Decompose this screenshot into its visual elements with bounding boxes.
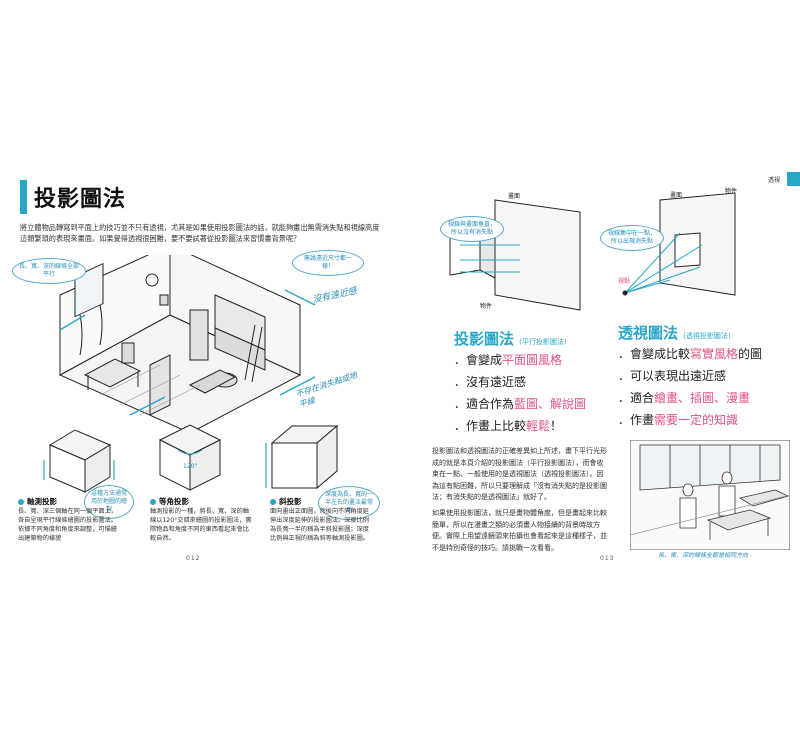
bullet-dot-icon xyxy=(18,499,24,505)
parallel-projection-diagram: 畫面 物件 xyxy=(449,192,581,311)
page-number-left: 012 xyxy=(186,555,201,562)
projection-bullet: ．適合作為藍圖、解說圖 xyxy=(454,397,587,411)
perspective-heading: 透視圖法 xyxy=(618,324,679,342)
projection-subheading: (平行投影圖法) xyxy=(519,338,567,346)
parallel-screen-label: 畫面 xyxy=(508,192,520,200)
bullet-dot-icon xyxy=(270,499,276,505)
parallel-diagram-note: 視線與畫面垂直，所以沒有消失點 xyxy=(440,216,504,242)
chapter-tab-label: 透視 xyxy=(768,177,781,184)
section-heading: 等角投影 xyxy=(159,497,189,506)
projection-heading: 投影圖法 xyxy=(454,330,515,348)
perspective-diagram-note: 視線集中在一點，所以出現消失點 xyxy=(600,225,664,251)
axonometric-cube-diagram xyxy=(43,429,115,493)
section-heading: 軸測投影 xyxy=(27,497,57,506)
page-number-right: 013 xyxy=(600,555,615,562)
room-note-parallel: 長、寬、深的線條全部平行 xyxy=(12,258,86,284)
perspective-subheading: (透視投影圖法) xyxy=(683,332,731,340)
chapter-tab xyxy=(787,172,800,186)
projection-summary: 投影圖法 (平行投影圖法) ．會變成平面圖風格 ．沒有遠近感 ．適合作為藍圖、解… xyxy=(454,328,586,437)
title-accent-bar xyxy=(20,180,27,214)
isometric-room-illustration xyxy=(58,255,316,434)
isometric-cube-diagram: 120° xyxy=(158,424,222,491)
bullet-dot-icon xyxy=(150,499,156,505)
intro-paragraph: 將立體物品轉寫到平面上的技巧並不只有透視，尤其是如果使用投影圖法的話，就能夠畫出… xyxy=(20,223,380,243)
perspective-projection-diagram: 畫面 物件 視點 xyxy=(618,187,737,296)
classroom-caption: 長、寬、深的線條全都是相同方向 xyxy=(658,552,749,559)
classroom-illustration xyxy=(630,440,790,550)
section-body: 軸測投影的一種，將長、寬、深的軸線以120°交錯來繪圖的投影圖法，實際物品和角度… xyxy=(150,508,252,542)
projection-bullet: ．作畫上比較輕鬆！ xyxy=(454,419,563,433)
oblique-cube-diagram xyxy=(265,424,339,490)
section-isometric: 等角投影 軸測投影的一種，將長、寬、深的軸線以120°交錯來繪圖的投影圖法，實際… xyxy=(150,496,255,543)
perspective-bullet: ．可以表現出遠近感 xyxy=(618,369,727,383)
section-axonometric: 軸測投影 長、寬、深三個軸在同一個平面上，各自呈現平行線條繪圖的投影圖法。依據不… xyxy=(18,496,123,543)
perspective-object-label: 物件 xyxy=(725,187,737,195)
section-heading: 斜投影 xyxy=(279,497,302,506)
section-body: 長、寬、深三個軸在同一個平面上，各自呈現平行線條繪圖的投影圖法。依據不同角度和角… xyxy=(18,508,117,542)
perspective-bullet: ．會變成比較寫實風格的圖 xyxy=(618,347,763,361)
page-title: 投影圖法 xyxy=(34,187,127,212)
right-body-paragraph-1: 投影圖法和透視圖法的正確差異如上所述，畫下平行光形成的就是本頁介紹的投影圖法（平… xyxy=(432,447,607,501)
isometric-angle-label: 120° xyxy=(183,463,197,470)
perspective-bullet: ．適合繪畫、插圖、漫畫 xyxy=(618,391,751,405)
perspective-bullet: ．作畫需要一定的知識 xyxy=(618,413,739,427)
axonometric-note: 這種方法通常用於地圖的繪製 xyxy=(84,485,134,519)
perspective-summary: 透視圖法 (透視投影圖法) ．會變成比較寫實風格的圖 ．可以表現出遠近感 ．適合… xyxy=(618,322,762,431)
perspective-viewpoint-label: 視點 xyxy=(618,277,630,285)
projection-bullet: ．沒有遠近感 xyxy=(454,375,527,389)
oblique-note: 深度為長、寬的一半左右的畫法最常用 xyxy=(318,486,380,520)
perspective-screen-label: 畫面 xyxy=(670,191,682,199)
projection-bullet: ．會變成平面圖風格 xyxy=(454,353,563,367)
parallel-object-label: 物件 xyxy=(480,302,492,310)
right-body-paragraph-2: 如果使用投影圖法，就只是畫物體角度，但是畫起來比較簡單，所以在漫畫之類的必須畫人… xyxy=(432,509,607,552)
section-body: 面向畫出正面圖，然後向不同角度延伸出深度延伸的投影圖法。深度比例為長寬一半的稱為… xyxy=(270,508,369,542)
section-oblique: 斜投影 面向畫出正面圖，然後向不同角度延伸出深度延伸的投影圖法。深度比例為長寬一… xyxy=(270,496,375,543)
room-note-same-size: 無論遠近尺寸都一樣！ xyxy=(292,250,364,276)
